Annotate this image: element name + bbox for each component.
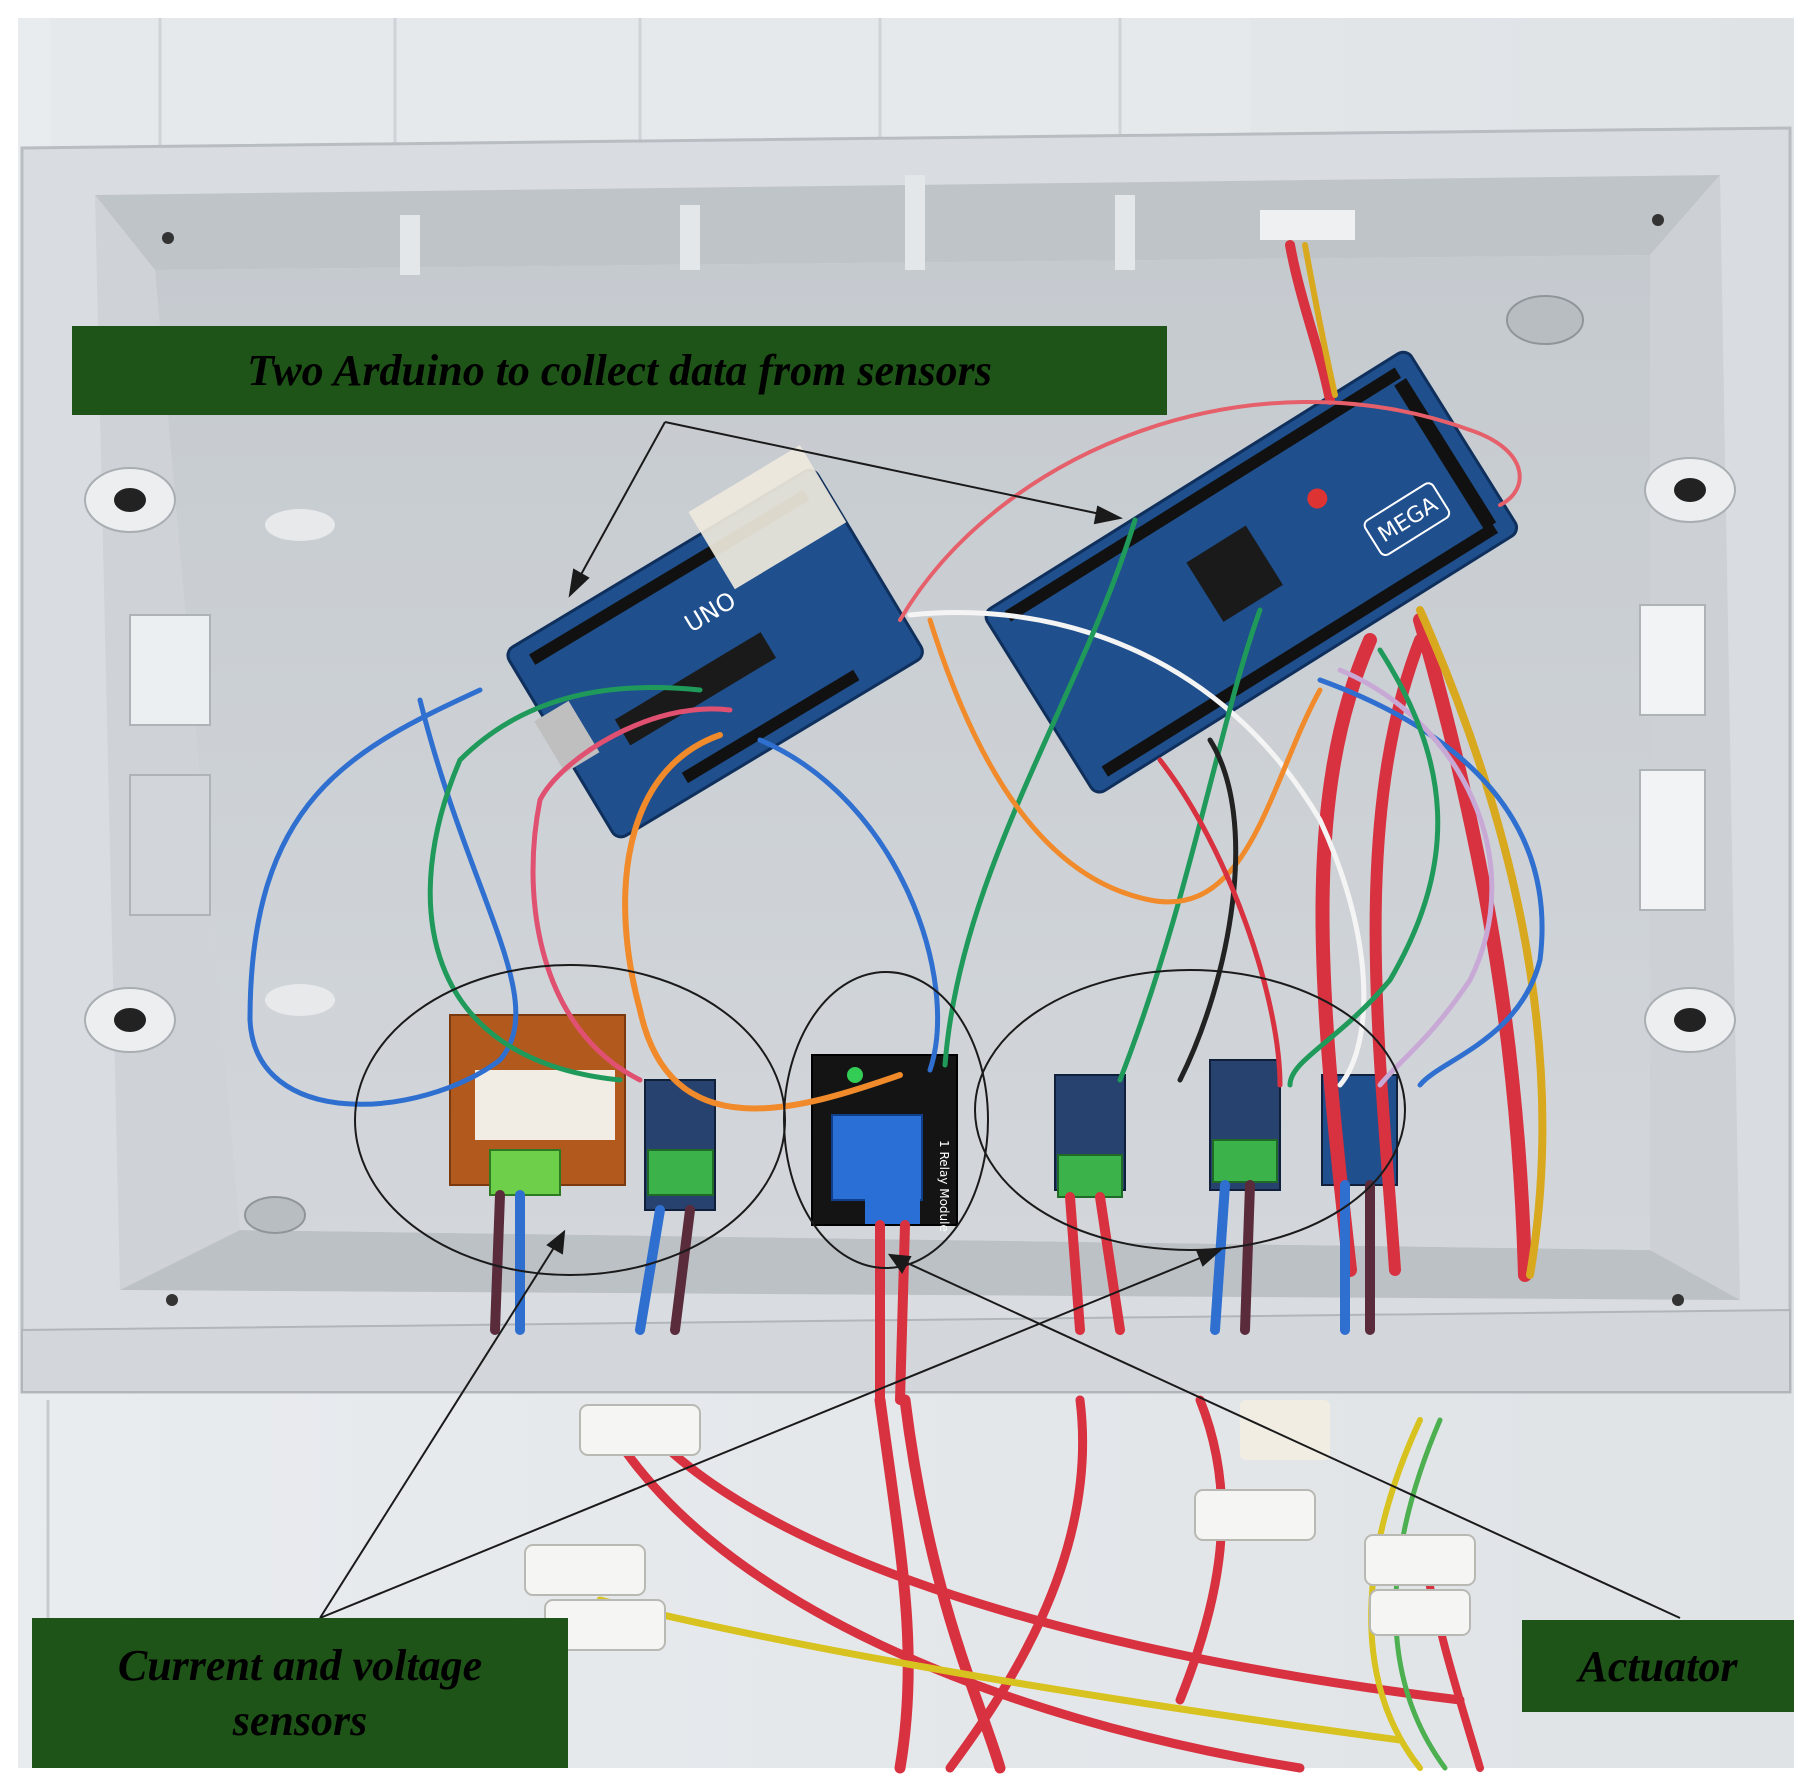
sensors-caption: Current and voltage sensors	[32, 1618, 568, 1768]
annotation-arrows	[319, 421, 1681, 1619]
sensors-caption-line2: sensors	[232, 1696, 368, 1745]
actuator-ellipse	[783, 971, 989, 1269]
terminal-blocks	[524, 1400, 1476, 1651]
mounting-screws	[84, 214, 1736, 1306]
arduino-caption: Two Arduino to collect data from sensors	[72, 326, 1167, 415]
actuator-caption: Actuator	[1522, 1620, 1794, 1712]
external-wiring	[595, 1394, 1484, 1774]
sensors-caption-text: Current and voltage sensors	[118, 1638, 482, 1748]
relay-label: 1 Relay Module	[937, 1140, 951, 1232]
arduino-caption-text: Two Arduino to collect data from sensors	[247, 346, 992, 395]
actuator-caption-text: Actuator	[1578, 1641, 1738, 1691]
arduino-mega-board: MEGA	[984, 350, 1519, 794]
wiring	[247, 240, 1547, 1405]
sensors-group-right-ellipse	[974, 969, 1406, 1251]
highlight-ellipses	[354, 964, 1406, 1276]
sensors-caption-line1: Current and voltage	[117, 1641, 483, 1690]
arduino-uno-board: UNO	[506, 445, 924, 839]
